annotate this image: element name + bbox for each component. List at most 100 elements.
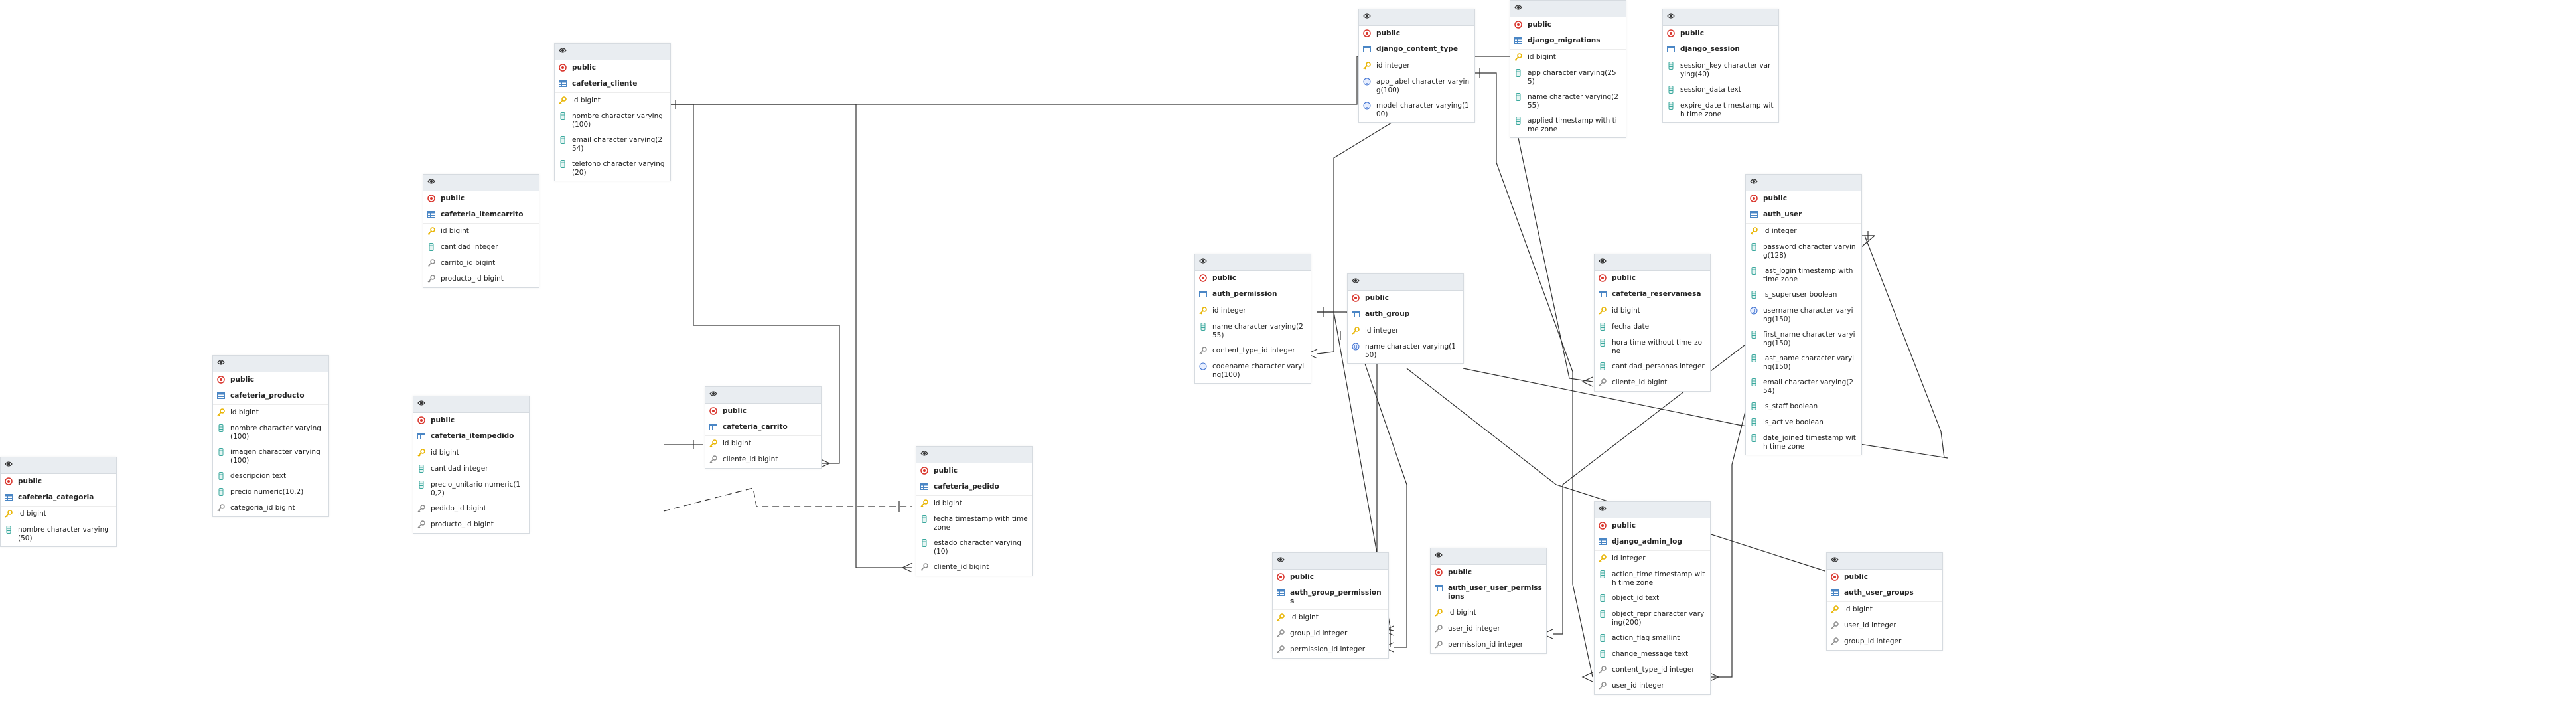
table-header[interactable] xyxy=(1348,274,1463,291)
column-row: group_id integer xyxy=(1273,626,1388,642)
schema-name: public xyxy=(1365,294,1389,302)
column-label: id bigint xyxy=(431,449,459,457)
column-label: expire_date timestamp with time zone xyxy=(1680,102,1774,118)
column-row: email character varying(254) xyxy=(1746,375,1861,399)
eye-icon[interactable] xyxy=(417,399,425,410)
table-header[interactable] xyxy=(423,175,539,191)
table-header[interactable] xyxy=(1663,9,1778,26)
unique-key-icon: U xyxy=(1363,102,1371,110)
column-icon xyxy=(1514,117,1522,125)
column-row: id bigint xyxy=(1273,610,1388,626)
table-header[interactable] xyxy=(413,396,529,413)
column-label: user_id integer xyxy=(1844,621,1896,629)
table-header[interactable] xyxy=(1595,502,1710,518)
eye-icon[interactable] xyxy=(1514,3,1522,14)
column-row: change_message text xyxy=(1595,647,1710,663)
column-label: imagen character varying(100) xyxy=(230,448,321,465)
column-icon xyxy=(1599,339,1607,347)
primary-key-icon xyxy=(1199,307,1207,315)
table-name-row: auth_group_permissions xyxy=(1273,586,1388,610)
eye-icon[interactable] xyxy=(427,177,435,188)
schema-icon xyxy=(1352,294,1360,302)
svg-text:U: U xyxy=(1201,364,1204,370)
table-name-row: cafeteria_categoria xyxy=(1,490,116,507)
column-label: precio numeric(10,2) xyxy=(230,488,304,496)
column-row: id bigint xyxy=(213,405,328,421)
eye-icon[interactable] xyxy=(709,390,717,400)
table-header[interactable] xyxy=(1827,553,1942,570)
table-header[interactable] xyxy=(1746,175,1861,191)
column-icon xyxy=(1599,570,1607,578)
eye-icon[interactable] xyxy=(1831,556,1839,566)
column-row: nombre character varying(100) xyxy=(213,421,328,445)
table-header[interactable] xyxy=(916,447,1032,463)
eye-icon[interactable] xyxy=(217,358,225,369)
column-icon xyxy=(217,472,225,480)
table-header[interactable] xyxy=(213,356,328,372)
table-header[interactable] xyxy=(1359,9,1474,26)
table-header[interactable] xyxy=(1595,254,1710,271)
table-icon xyxy=(559,80,567,88)
foreign-key-icon xyxy=(1277,629,1285,637)
table-header[interactable] xyxy=(1273,553,1388,570)
column-row: id bigint xyxy=(705,436,821,452)
table-header[interactable] xyxy=(705,387,821,404)
eye-icon[interactable] xyxy=(1277,556,1285,566)
column-row: cliente_id bigint xyxy=(916,560,1032,576)
column-row: id bigint xyxy=(1827,602,1942,618)
schema-name: public xyxy=(1212,274,1236,282)
column-label: cliente_id bigint xyxy=(934,563,989,571)
table-name: auth_user xyxy=(1763,210,1802,218)
schema-name: public xyxy=(934,467,958,475)
schema-row: public xyxy=(413,413,529,429)
column-row: descripcion text xyxy=(213,469,328,485)
schema-name: public xyxy=(1680,29,1704,37)
column-label: is_staff boolean xyxy=(1763,402,1818,410)
eye-icon[interactable] xyxy=(920,449,928,460)
schema-name: public xyxy=(431,416,455,424)
eye-icon[interactable] xyxy=(1599,505,1607,515)
table-icon xyxy=(1599,538,1607,546)
table-header[interactable] xyxy=(1510,1,1626,17)
table-header[interactable] xyxy=(1431,548,1546,565)
primary-key-icon xyxy=(1363,62,1371,70)
primary-key-icon xyxy=(417,449,425,457)
schema-row: public xyxy=(555,60,670,76)
eye-icon[interactable] xyxy=(1363,12,1371,23)
eye-icon[interactable] xyxy=(1667,12,1675,23)
column-icon xyxy=(559,160,567,168)
column-row: group_id integer xyxy=(1827,634,1942,650)
eye-icon[interactable] xyxy=(1352,277,1360,287)
table-header[interactable] xyxy=(1195,254,1311,271)
table-header[interactable] xyxy=(555,44,670,60)
eye-icon[interactable] xyxy=(1199,257,1207,268)
eye-icon[interactable] xyxy=(1599,257,1607,268)
schema-name: public xyxy=(18,477,42,485)
eye-icon[interactable] xyxy=(559,46,567,57)
table-header[interactable] xyxy=(1,457,116,474)
eye-icon[interactable] xyxy=(1750,177,1758,188)
primary-key-icon xyxy=(1514,53,1522,61)
eye-icon[interactable] xyxy=(1435,551,1443,562)
eye-icon[interactable] xyxy=(5,460,13,471)
